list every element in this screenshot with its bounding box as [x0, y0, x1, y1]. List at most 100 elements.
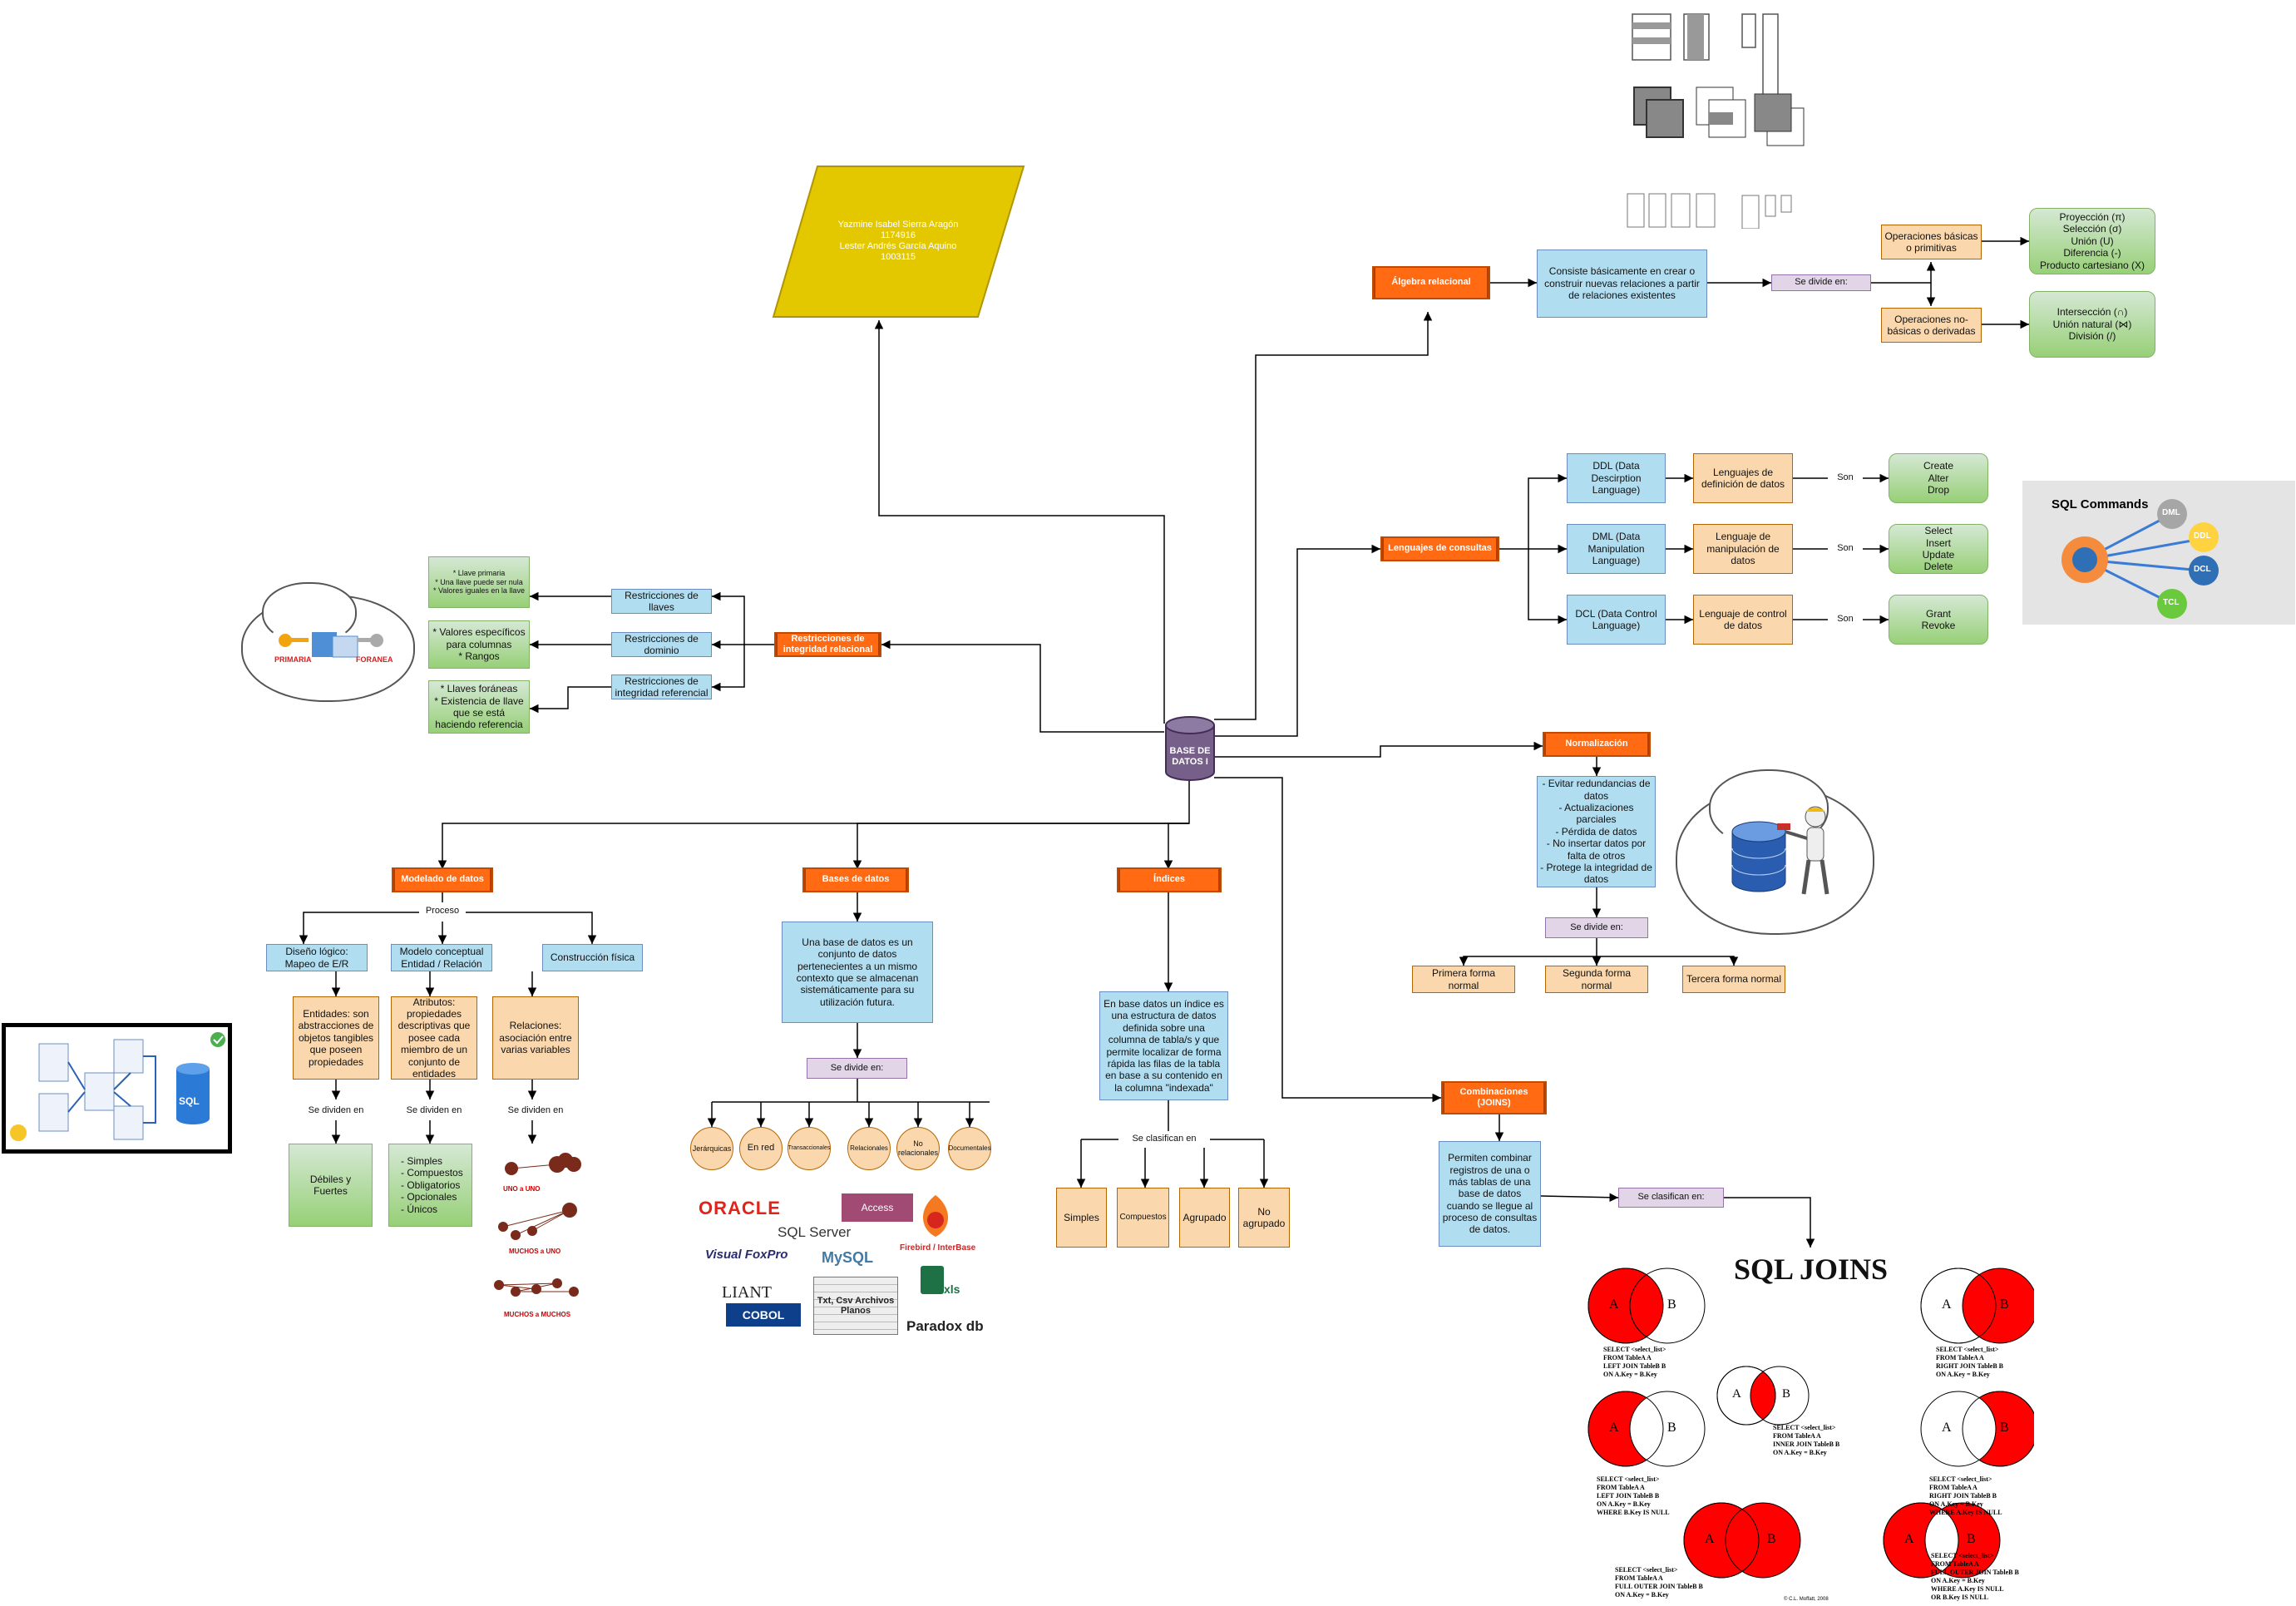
primary-key-label: PRIMARIA [274, 655, 312, 664]
db-type-nonrelational: No relacionales [896, 1127, 940, 1170]
databases-description: Una base de datos es un conjunto de dato… [782, 922, 933, 1023]
dcl-badge: DCL [2194, 565, 2211, 574]
flat-files-logo: Txt, Csv Archivos Planos [813, 1277, 898, 1335]
third-normal-form: Tercera forma normal [1682, 966, 1785, 993]
foreign-key-label: FORANEA [356, 655, 393, 664]
modeling-title[interactable]: Modelado de datos [392, 867, 493, 892]
attributes-divide-label: Se dividen en [391, 1102, 477, 1120]
key-restrictions-detail: * Llave primaria * Una llave puede ser n… [428, 556, 530, 608]
normalization-description: - Evitar redundancias de datos - Actuali… [1537, 776, 1656, 887]
dml-commands: Select Insert Update Delete [1889, 524, 1988, 574]
basic-operations-list: Proyección (π) Selección (σ) Unión (U) D… [2029, 208, 2155, 274]
languages-title[interactable]: Lenguajes de consultas [1380, 536, 1499, 561]
joins-classify-label: Se clasifican en: [1618, 1188, 1724, 1208]
right-excluding-query: SELECT <select_list> FROM TableA A RIGHT… [1929, 1475, 2002, 1516]
dml-son-label: Son [1828, 541, 1863, 557]
right-join-query: SELECT <select_list> FROM TableA A RIGHT… [1936, 1346, 2003, 1378]
join-label-a: A [1942, 1421, 1952, 1435]
excel-icon [921, 1266, 944, 1294]
join-label-a: A [1609, 1421, 1619, 1435]
db-type-network: En red [739, 1127, 783, 1170]
restrictions-title[interactable]: Restricciones de integridad relacional [774, 632, 881, 657]
join-label-a: A [1609, 1297, 1619, 1312]
sqlserver-logo: SQL Server [778, 1224, 852, 1240]
first-normal-form: Primera forma normal [1412, 966, 1515, 993]
derived-operations: Operaciones no-básicas o derivadas [1881, 308, 1982, 343]
dml-box: DML (Data Manipulation Language) [1567, 524, 1666, 574]
second-normal-form: Segunda forma normal [1545, 966, 1648, 993]
xls-logo: xls [944, 1282, 960, 1296]
dml-badge: DML [2162, 508, 2180, 517]
attributes-description: Atributos: propiedades descriptivas que … [391, 996, 477, 1080]
domain-restrictions-detail: * Valores específicos para columnas * Ra… [428, 620, 530, 669]
indexes-title[interactable]: Índices [1117, 867, 1222, 892]
algebra-description: Consiste básicamente en crear o construi… [1537, 250, 1707, 318]
db-type-hierarchical: Jerárquicas [690, 1127, 733, 1170]
left-join-query: SELECT <select_list> FROM TableA A LEFT … [1603, 1346, 1666, 1378]
algebra-title[interactable]: Álgebra relacional [1372, 266, 1490, 299]
index-nonclustered: No agrupado [1238, 1188, 1290, 1248]
sql-joins-image: SQL JOINS A B A B A B A B A B A B A [1563, 1248, 2034, 1606]
joins-credit: © C.L. Moffatt, 2008 [1784, 1597, 1829, 1602]
firebird-logo: Firebird / InterBase [900, 1243, 976, 1253]
db-type-documental: Documentales [948, 1127, 991, 1170]
join-label-b: B [1967, 1532, 1976, 1546]
dcl-commands: Grant Revoke [1889, 595, 1988, 645]
join-label-b: B [2000, 1421, 2009, 1435]
dcl-description: Lenguaje de control de datos [1693, 595, 1793, 645]
index-composite: Compuestos [1117, 1188, 1169, 1248]
normalization-divides-label: Se divide en: [1545, 917, 1648, 938]
algebra-divides-label: Se divide en: [1771, 274, 1871, 291]
access-logo: Access [842, 1193, 913, 1222]
referential-restrictions-detail: * Llaves foráneas * Existencia de llave … [428, 680, 530, 734]
physical-construction: Construcción física [542, 944, 643, 971]
database-worker-icon [1731, 806, 1829, 895]
sql-joins-title: SQL JOINS [1734, 1253, 1889, 1286]
keys-cloud-bump [262, 582, 357, 644]
firebird-icon [923, 1195, 948, 1237]
authors-shape [772, 166, 1025, 318]
keys-icon [279, 632, 383, 658]
dcl-box: DCL (Data Control Language) [1567, 595, 1666, 645]
conceptual-model: Modelo conceptual Entidad / Relación [391, 944, 492, 971]
derived-operations-list: Intersección (∩) Unión natural (⋈) Divis… [2029, 291, 2155, 358]
joins-description: Permiten combinar registros de una o más… [1439, 1141, 1541, 1247]
basic-operations: Operaciones básicas o primitivas [1881, 225, 1982, 259]
domain-restrictions: Restricciones de dominio [611, 632, 712, 657]
index-simple: Simples [1056, 1188, 1107, 1248]
sql-commands-image: SQL Commands DML DDL DCL TCL [2022, 481, 2295, 625]
ddl-description: Lenguajes de definición de datos [1693, 453, 1793, 503]
joins-title[interactable]: Combinaciones (JOINS) [1441, 1081, 1547, 1114]
relations-description: Relaciones: asociación entre varias vari… [492, 996, 579, 1080]
entities-description: Entidades: son abstracciones de objetos … [293, 996, 379, 1080]
many-to-many-label: MUCHOS a MUCHOS [504, 1311, 571, 1318]
ddl-badge: DDL [2194, 531, 2211, 541]
ddl-commands: Create Alter Drop [1889, 453, 1988, 503]
join-label-a: A [1904, 1532, 1914, 1546]
logical-design: Diseño lógico: Mapeo de E/R [266, 944, 368, 971]
join-label-b: B [1667, 1421, 1676, 1435]
center-cylinder [1165, 716, 1215, 781]
oracle-logo: ORACLE [699, 1198, 781, 1218]
relations-cardinality-image [494, 1153, 581, 1297]
dml-description: Lenguaje de manipulación de datos [1693, 524, 1793, 574]
tcl-badge: TCL [2163, 598, 2180, 607]
full-outer-query: SELECT <select_list> FROM TableA A FULL … [1615, 1566, 1703, 1599]
entities-divide-label: Se dividen en [293, 1102, 379, 1120]
key-restrictions: Restricciones de llaves [611, 589, 712, 614]
left-excluding-query: SELECT <select_list> FROM TableA A LEFT … [1597, 1475, 1670, 1516]
db-type-relational: Relacionales [847, 1127, 891, 1170]
databases-title[interactable]: Bases de datos [802, 867, 909, 892]
index-clustered: Agrupado [1179, 1188, 1230, 1248]
normalization-title[interactable]: Normalización [1543, 732, 1651, 757]
center-label[interactable]: BASE DE DATOS I [1169, 745, 1211, 767]
cobol-logo: COBOL [726, 1303, 801, 1327]
join-label-a: A [1732, 1387, 1741, 1401]
modeling-process-label: Proceso [419, 903, 466, 920]
databases-divides-label: Se divide en: [807, 1058, 907, 1079]
join-label-b: B [2000, 1297, 2009, 1312]
full-outer-excluding-query: SELECT <select_list> FROM TableA A FULL … [1931, 1552, 2019, 1601]
visual-foxpro-logo: Visual FoxPro [705, 1248, 788, 1262]
indexes-classify-label: Se clasifican en [1118, 1131, 1210, 1148]
